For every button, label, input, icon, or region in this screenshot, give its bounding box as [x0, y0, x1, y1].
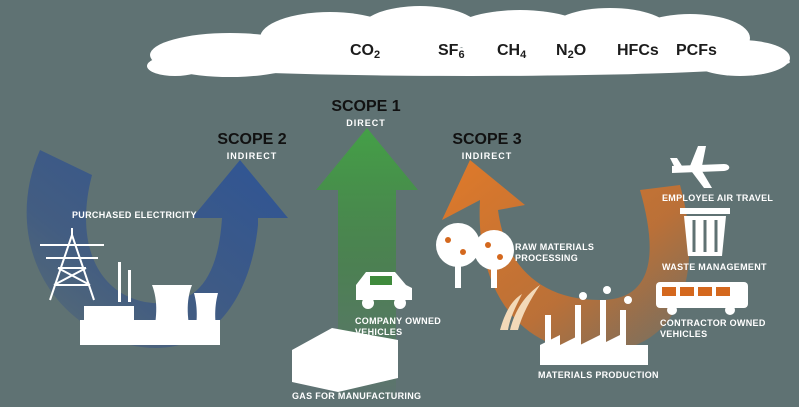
scope3-label: SCOPE 3: [452, 131, 522, 148]
power-pylon-icon: [40, 228, 104, 301]
waste-bin-icon: [680, 208, 730, 256]
wheat-icon: [500, 285, 540, 330]
power-plant-icon: [80, 262, 220, 345]
scope1-title: SCOPE 1 DIRECT: [330, 98, 402, 132]
gas-pcfs: PCFs: [676, 42, 717, 59]
emissions-cloud: [147, 6, 790, 77]
scope2-arrow: [26, 150, 288, 349]
gas-hfcs: HFCs: [617, 42, 659, 59]
fruit-trees-icon: [436, 223, 514, 288]
scope2-label: SCOPE 2: [217, 131, 287, 148]
label-waste-management: WASTE MANAGEMENT: [662, 262, 767, 272]
scope2-title: SCOPE 2 INDIRECT: [214, 131, 290, 165]
materials-factory-icon: [540, 286, 648, 365]
label-contractor-vehicles: CONTRACTOR OWNED VEHICLES: [660, 318, 766, 339]
scope3-subtitle: INDIRECT: [461, 151, 513, 161]
label-purchased-electricity: PURCHASED ELECTRICITY: [72, 210, 197, 220]
factory-building-icon: [292, 328, 398, 392]
label-gas-manufacturing: GAS FOR MANUFACTURING: [292, 391, 422, 401]
airplane-icon: [670, 146, 730, 188]
scope3-title: SCOPE 3 INDIRECT: [449, 131, 525, 165]
car-icon: [356, 272, 412, 309]
scope2-subtitle: INDIRECT: [226, 151, 278, 161]
gas-ch4: CH4: [497, 42, 527, 61]
scope3-arrow: [442, 160, 690, 353]
scope1-subtitle: DIRECT: [346, 118, 386, 128]
gas-n2o: N2O: [556, 42, 587, 61]
label-materials-production: MATERIALS PRODUCTION: [538, 370, 659, 380]
label-company-vehicles: COMPANY OWNED VEHICLES: [355, 316, 442, 337]
gas-co2: CO2: [350, 42, 381, 61]
scope1-label: SCOPE 1: [331, 98, 401, 115]
bus-icon: [656, 282, 748, 315]
label-employee-air-travel: EMPLOYEE AIR TRAVEL: [662, 193, 774, 203]
gas-sf6: SF6: [438, 42, 465, 61]
label-raw-materials: RAW MATERIALS PROCESSING: [515, 242, 595, 263]
